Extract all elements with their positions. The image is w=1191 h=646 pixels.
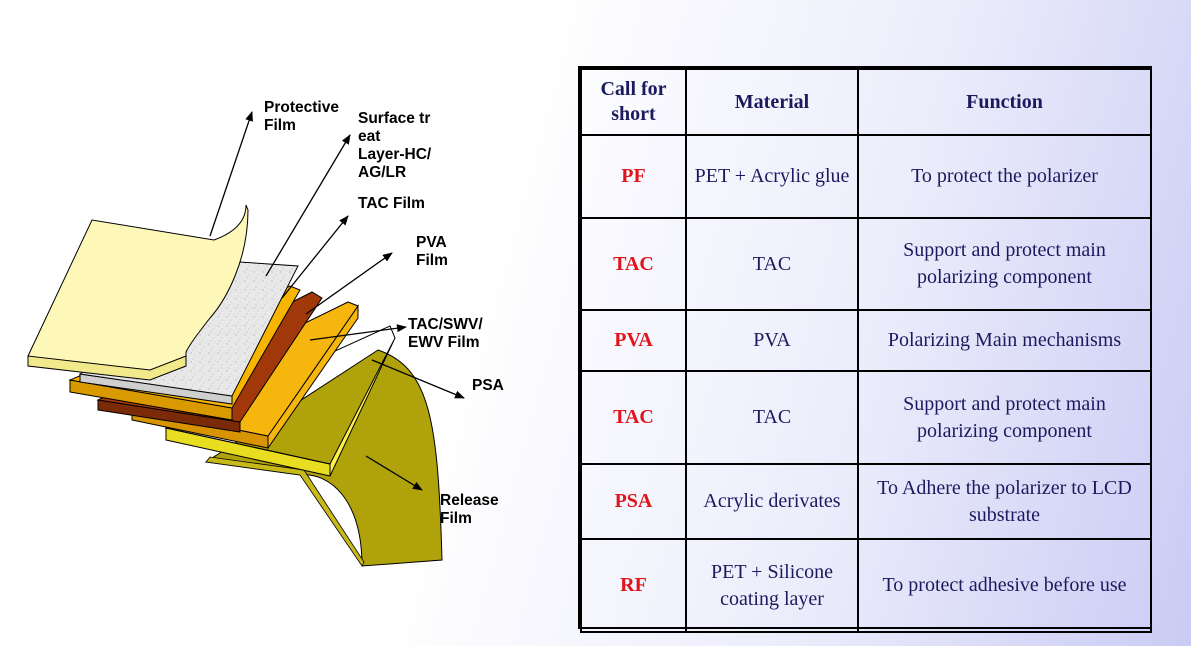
polarizer-layer-diagram — [27, 111, 465, 567]
label-tac-swv-ewv-film: TAC/SWV/ EWV Film — [408, 316, 483, 351]
cell-abbr: PF — [580, 134, 687, 219]
arrow-psa — [371, 359, 465, 399]
arrow-surface-treat — [265, 134, 351, 277]
label-pva-film: PVA Film — [416, 234, 448, 269]
table-row: RF PET + Silicone coating layer To prote… — [580, 538, 1152, 633]
header-material: Material — [685, 68, 859, 136]
cell-material: PET + Silicone coating layer — [685, 538, 859, 633]
cell-abbr: PSA — [580, 463, 687, 540]
table-row: PF PET + Acrylic glue To protect the pol… — [580, 134, 1152, 219]
label-protective-film: Protective Film — [264, 99, 339, 134]
cell-abbr: PVA — [580, 309, 687, 372]
label-surface-treat-layer: Surface tr eat Layer-HC/ AG/LR — [358, 110, 432, 181]
label-tac-film: TAC Film — [358, 195, 425, 212]
arrow-tac-film — [281, 215, 349, 299]
cell-material: TAC — [685, 217, 859, 311]
label-psa: PSA — [472, 377, 504, 394]
cell-function: Support and protect main polarizing comp… — [857, 370, 1152, 465]
table-row: TAC TAC Support and protect main polariz… — [580, 370, 1152, 465]
cell-function: Support and protect main polarizing comp… — [857, 217, 1152, 311]
header-function: Function — [857, 68, 1152, 136]
arrow-tac-swv-ewv — [309, 324, 407, 341]
cell-material: Acrylic derivates — [685, 463, 859, 540]
cell-function: To protect adhesive before use — [857, 538, 1152, 633]
cell-material: PET + Acrylic glue — [685, 134, 859, 219]
label-release-film: Release Film — [440, 492, 499, 527]
arrow-protective-film — [209, 111, 253, 237]
cell-material: TAC — [685, 370, 859, 465]
layer-spec-table: Call for short Material Function PF PET … — [580, 68, 1152, 633]
cell-abbr: TAC — [580, 370, 687, 465]
release-film-layer — [204, 349, 443, 567]
cell-function: To protect the polarizer — [857, 134, 1152, 219]
cell-function: To Adhere the polarizer to LCD substrate — [857, 463, 1152, 540]
release-film-edge — [205, 456, 365, 567]
cell-abbr: TAC — [580, 217, 687, 311]
cell-function: Polarizing Main mechanisms — [857, 309, 1152, 372]
cell-abbr: RF — [580, 538, 687, 633]
header-call-for-short: Call for short — [580, 68, 687, 136]
cell-material: PVA — [685, 309, 859, 372]
table-row: TAC TAC Support and protect main polariz… — [580, 217, 1152, 311]
protective-film-layer — [27, 204, 249, 379]
arrow-pva-film — [305, 252, 393, 315]
arrow-release-film — [365, 455, 423, 491]
table-header-row: Call for short Material Function — [580, 68, 1152, 136]
table-row: PSA Acrylic derivates To Adhere the pola… — [580, 463, 1152, 540]
layer-spec-table-frame: Call for short Material Function PF PET … — [578, 66, 1152, 633]
table-row: PVA PVA Polarizing Main mechanisms — [580, 309, 1152, 372]
